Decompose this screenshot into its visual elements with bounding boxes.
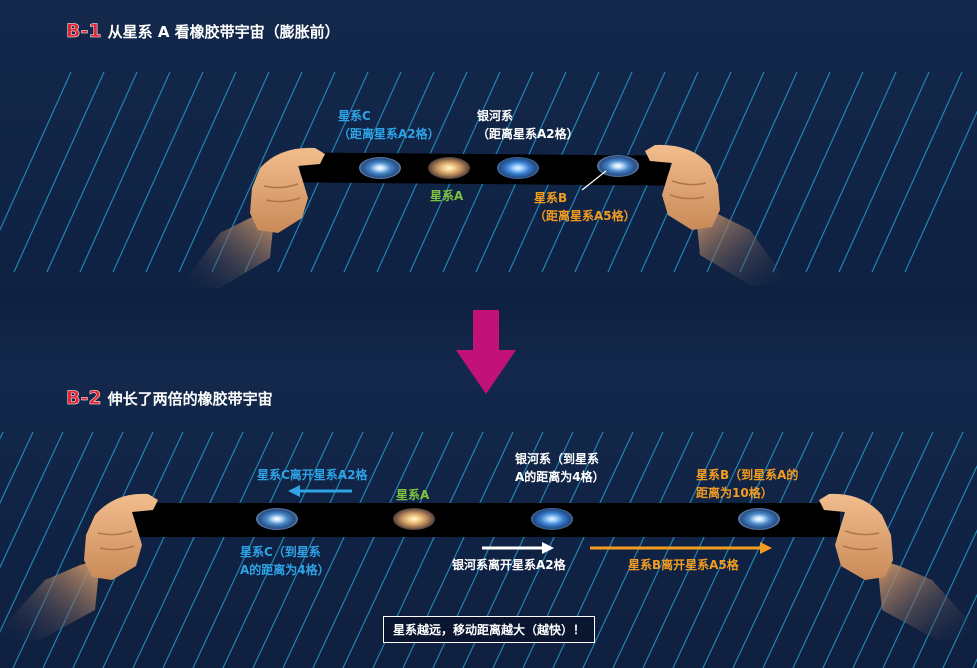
milky-way-1-dist: （距离星系A2格）	[477, 125, 579, 143]
left-hand-1	[180, 138, 340, 288]
galaxy-a-1	[428, 157, 470, 179]
milky-way-1	[497, 157, 539, 179]
section1-title: 从星系 A 看橡胶带宇宙（膨胀前）	[108, 21, 340, 42]
galaxy-b-2-line2: 距离为10格）	[696, 484, 798, 502]
right-hand-1	[630, 135, 790, 285]
galaxy-c-2	[256, 508, 298, 530]
galaxy-b-2-line1: 星系B（到星系A的	[696, 466, 798, 484]
section1-tag: B-1	[66, 20, 102, 42]
conclusion-box: 星系越远，移动距离越大（越快）！	[383, 616, 595, 643]
galaxy-a-1-label: 星系A	[430, 187, 463, 205]
galaxy-b-2-move-label: 星系B离开星系A5格	[628, 556, 739, 574]
galaxy-a-2-label: 星系A	[396, 486, 429, 504]
section2-tag: B-2	[66, 387, 102, 409]
milky-way-2-label: 银河系（到星系 A的距离为4格）	[515, 450, 605, 486]
galaxy-c-1-label: 星系C （距离星系A2格）	[338, 107, 440, 143]
right-hand-2	[797, 480, 977, 640]
milky-way-1-label: 银河系 （距离星系A2格）	[477, 107, 579, 143]
galaxy-c-1-dist: （距离星系A2格）	[338, 125, 440, 143]
grid-line	[80, 72, 170, 272]
milky-way-2-move-label: 银河系离开星系A2格	[452, 556, 566, 574]
galaxy-c-2-line1: 星系C（到星系	[240, 543, 330, 561]
galaxy-b-2-label: 星系B（到星系A的 距离为10格）	[696, 466, 798, 502]
galaxy-b-1-label: 星系B （距离星系A5格）	[534, 189, 636, 225]
grid-line	[14, 72, 104, 272]
left-hand-2	[0, 480, 180, 640]
down-arrow-icon	[456, 310, 516, 396]
galaxy-c-2-move-arrow	[288, 485, 354, 497]
galaxy-c-2-move-label: 星系C离开星系A2格	[257, 466, 367, 484]
galaxy-b-1-name: 星系B	[534, 189, 636, 207]
grid-line	[872, 72, 962, 272]
galaxy-b-1-dist: （距离星系A5格）	[534, 207, 636, 225]
grid-line	[47, 72, 137, 272]
grid-line	[839, 72, 929, 272]
galaxy-c-2-line2: A的距离为4格）	[240, 561, 330, 579]
rubber-band-2	[130, 503, 840, 537]
milky-way-2-line2: A的距离为4格）	[515, 468, 605, 486]
galaxy-a-2	[393, 508, 435, 530]
milky-way-1-name: 银河系	[477, 107, 579, 125]
milky-way-2-line1: 银河系（到星系	[515, 450, 605, 468]
milky-way-2-move-arrow	[482, 542, 554, 554]
section2-title: 伸长了两倍的橡胶带宇宙	[108, 388, 273, 409]
galaxy-b-2-move-arrow	[590, 542, 772, 554]
galaxy-b-2	[738, 508, 780, 530]
milky-way-2	[531, 508, 573, 530]
galaxy-c-1	[359, 157, 401, 179]
galaxy-c-1-name: 星系C	[338, 107, 440, 125]
grid-line	[806, 72, 896, 272]
section2-heading: B-2 伸长了两倍的橡胶带宇宙	[66, 387, 273, 409]
section1-heading: B-1 从星系 A 看橡胶带宇宙（膨胀前）	[66, 20, 340, 42]
galaxy-c-2-label: 星系C（到星系 A的距离为4格）	[240, 543, 330, 579]
